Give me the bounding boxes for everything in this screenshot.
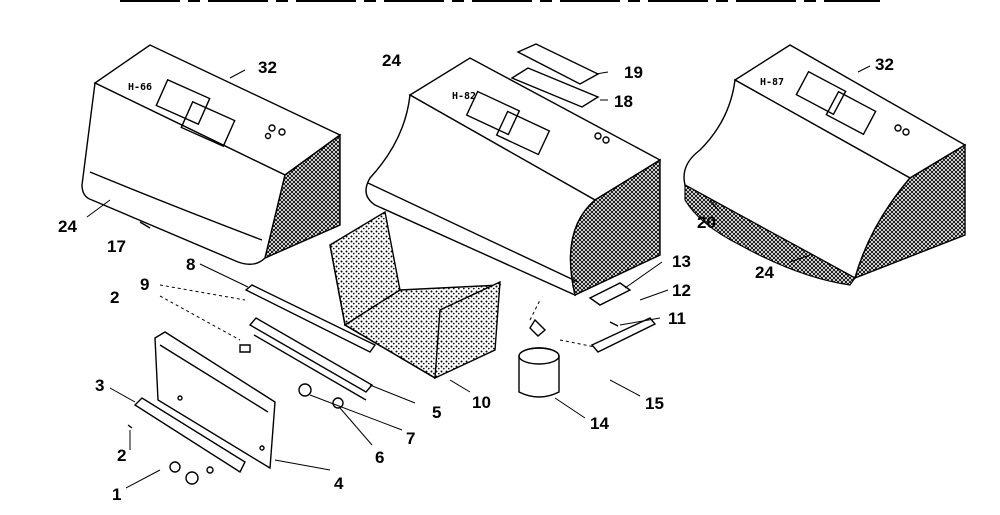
cabinet-left-model-label: H-66 [128, 82, 152, 93]
knobs-1 [169, 461, 214, 485]
channel-5 [248, 317, 374, 401]
callout-8: 8 [186, 255, 195, 274]
callout-20: 20 [697, 213, 716, 232]
part-13 [588, 282, 632, 306]
motor-14 [518, 318, 560, 398]
cabinet-center: H-82 [365, 43, 662, 297]
cabinet-center-model-label: H-82 [452, 91, 476, 102]
filter-assembly-10 [329, 210, 502, 380]
callout-2: 2 [110, 288, 119, 307]
callout-5: 5 [432, 403, 441, 422]
fastener-7 [298, 383, 312, 397]
callout-24: 24 [382, 51, 401, 70]
callout-13: 13 [672, 252, 691, 271]
clip-2 [239, 344, 251, 353]
callout-4: 4 [334, 474, 344, 493]
callout-17: 17 [107, 237, 126, 256]
callout-numbers: 32 24 19 18 32 24 17 20 24 8 9 2 3 2 1 4… [58, 51, 894, 504]
callout-14: 14 [590, 414, 609, 433]
fastener-6 [332, 397, 344, 409]
cabinet-right: H-87 [683, 44, 967, 286]
callout-19: 19 [624, 63, 643, 82]
front-panel-4 [154, 331, 276, 470]
leader-lines [86, 65, 871, 489]
callout-32: 32 [258, 58, 277, 77]
callout-12: 12 [672, 281, 691, 300]
callout-32-right: 32 [875, 55, 894, 74]
callout-24-left: 24 [58, 217, 77, 236]
cabinet-left: H-66 [81, 44, 342, 265]
callout-2-lower: 2 [117, 446, 126, 465]
bracket-18 [510, 67, 600, 108]
callout-7: 7 [406, 429, 415, 448]
callout-1: 1 [112, 485, 121, 504]
callout-24-right: 24 [755, 263, 774, 282]
cabinet-right-model-label: H-87 [760, 77, 784, 88]
callout-6: 6 [375, 448, 384, 467]
part-12 [609, 321, 619, 327]
callout-11: 11 [668, 309, 686, 328]
callout-9: 9 [140, 275, 149, 294]
rail-8 [244, 284, 377, 353]
plate-3 [133, 397, 246, 474]
callout-15: 15 [645, 394, 664, 413]
callout-10: 10 [472, 393, 491, 412]
screw-2 [127, 424, 133, 429]
part-11 [590, 317, 657, 353]
callout-18: 18 [614, 92, 633, 111]
screw-17 [139, 221, 151, 229]
callout-3: 3 [95, 376, 104, 395]
